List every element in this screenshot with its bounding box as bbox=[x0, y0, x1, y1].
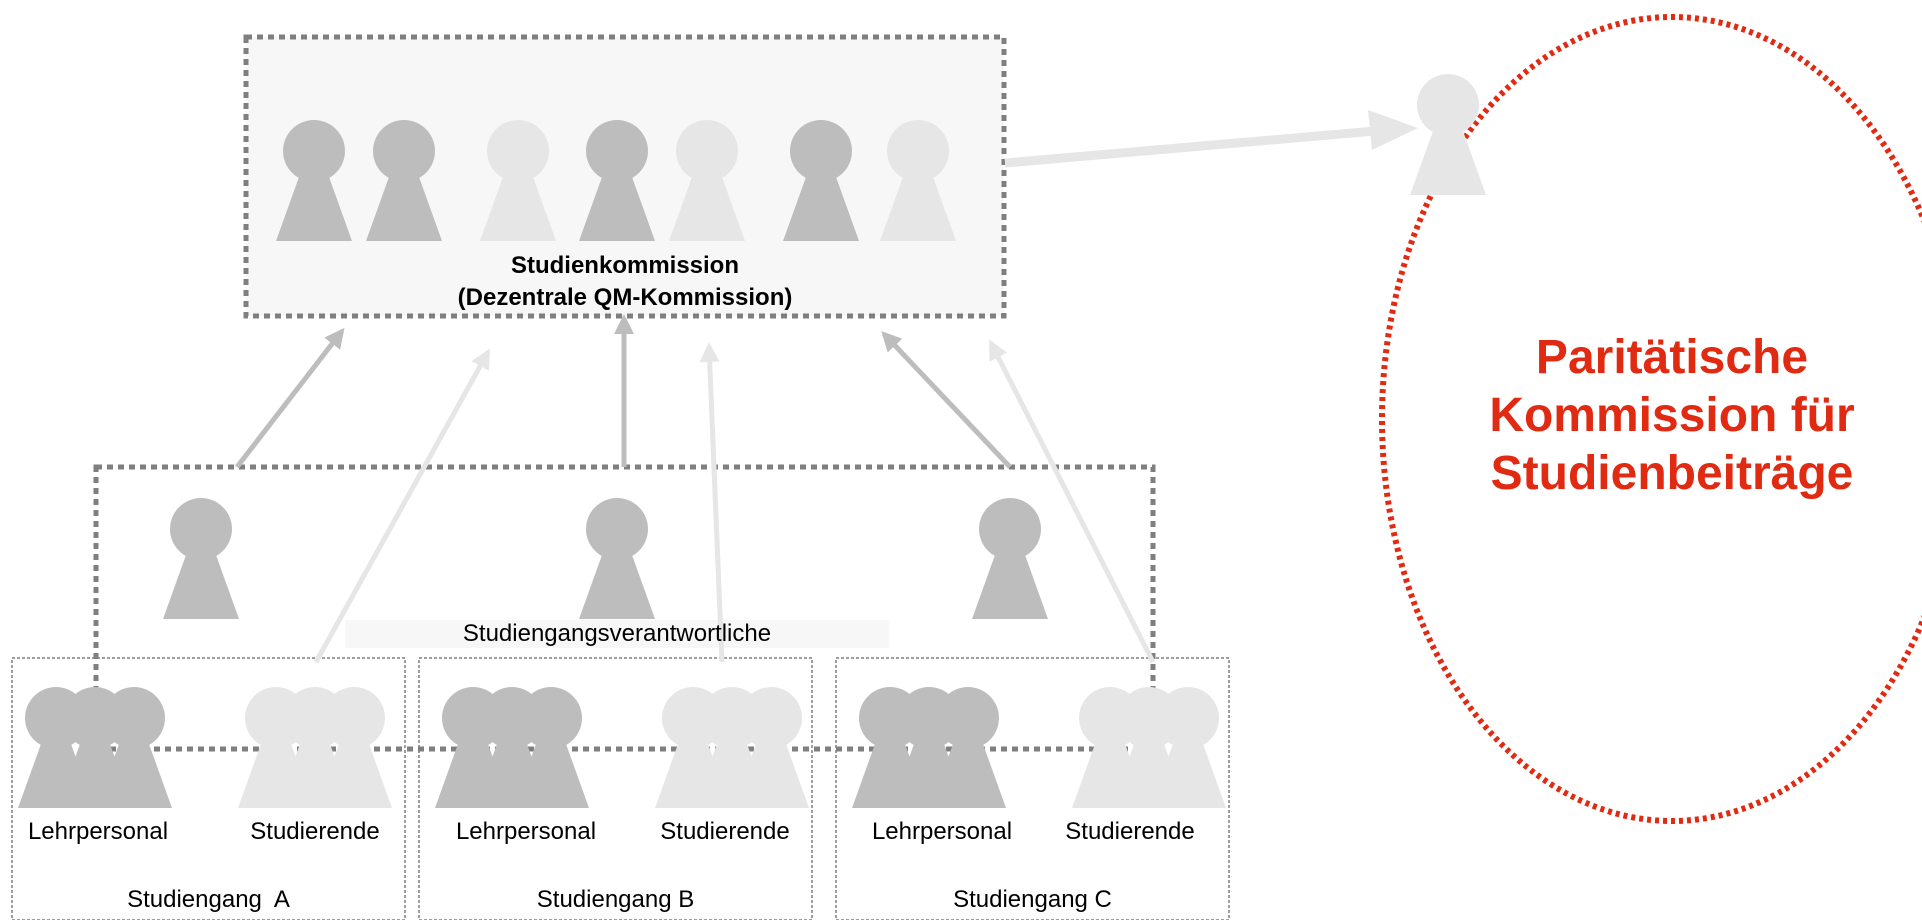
teachers-label-a: Lehrpersonal bbox=[27, 818, 169, 845]
students-label-a: Studierende bbox=[250, 818, 380, 845]
program-box-a bbox=[11, 657, 406, 920]
students-label-b: Studierende bbox=[660, 818, 790, 845]
students-label-c: Studierende bbox=[1065, 818, 1195, 845]
teachers-label-b: Lehrpersonal bbox=[455, 818, 597, 845]
students-group-c bbox=[1072, 687, 1226, 808]
arrow-students-b bbox=[699, 342, 725, 663]
parity-commission-title-line2: Kommission für bbox=[1489, 389, 1855, 442]
arrow-to-parity-commission bbox=[1004, 126, 1376, 168]
arrow-students-c bbox=[988, 339, 1156, 664]
parity-commission-title-line3: Studienbeiträge bbox=[1490, 447, 1854, 500]
teachers-group-a bbox=[18, 687, 172, 808]
teachers-group-b bbox=[435, 687, 589, 808]
arrow-students-a bbox=[313, 348, 491, 664]
arrow-head-parity bbox=[1368, 110, 1418, 150]
program-box-b bbox=[418, 657, 813, 920]
parity-commission-title-line1: Paritätische bbox=[1535, 331, 1809, 384]
students-group-b bbox=[655, 687, 809, 808]
teachers-group-c bbox=[852, 687, 1006, 808]
program-lead-members bbox=[163, 498, 1048, 619]
program-leads-label-bg bbox=[345, 620, 889, 648]
arrow-lead-a bbox=[235, 327, 345, 469]
program-leads-label: Studiengangsverantwortliche bbox=[462, 620, 772, 647]
teachers-label-c: Lehrpersonal bbox=[871, 818, 1013, 845]
parity-commission-ellipse bbox=[1379, 14, 1922, 824]
program-name-a: Studiengang A bbox=[127, 886, 290, 913]
committee-subtitle: (Dezentrale QM-Kommission) bbox=[457, 284, 793, 311]
program-name-c: Studiengang C bbox=[953, 886, 1112, 913]
parity-commission-member bbox=[1410, 74, 1486, 195]
program-box-c bbox=[835, 657, 1230, 920]
program-name-b: Studiengang B bbox=[536, 886, 695, 913]
arrow-lead-c bbox=[881, 331, 1012, 469]
students-group-a bbox=[238, 687, 392, 808]
committee-title: Studienkommission bbox=[510, 252, 740, 279]
